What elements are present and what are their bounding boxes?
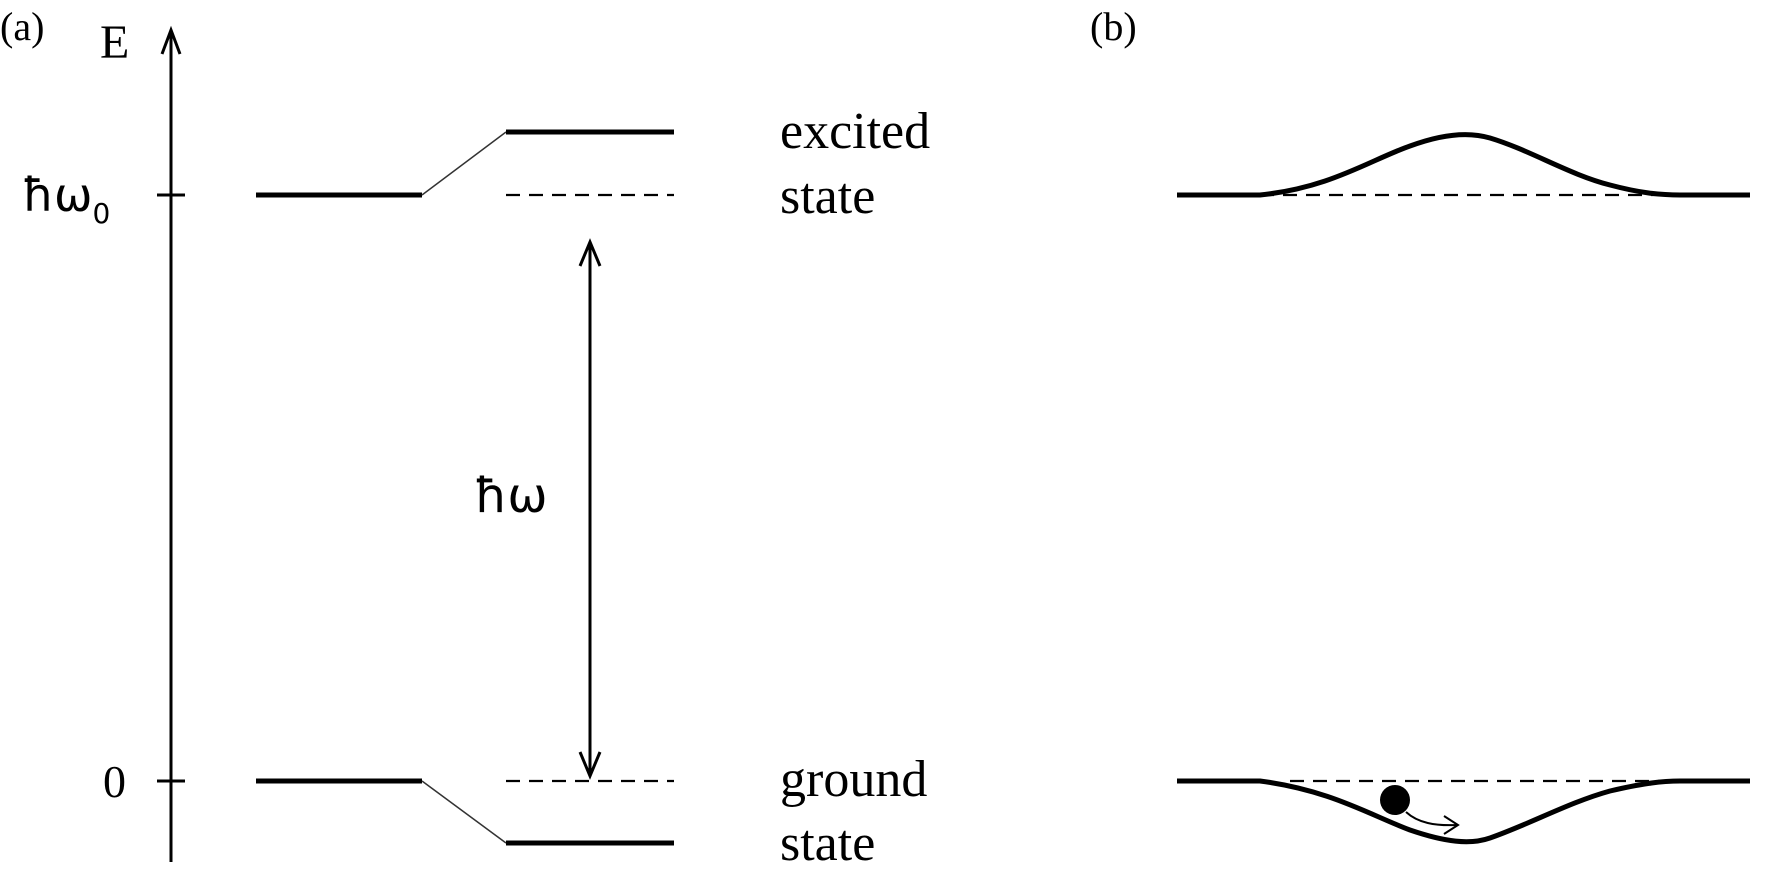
- particle: [1380, 785, 1410, 815]
- excited-label-line2: state: [780, 168, 875, 225]
- ground-label-line2: state: [780, 815, 875, 872]
- excited-label-line1: excited: [780, 103, 930, 160]
- transition-energy-label: ħω: [474, 468, 548, 524]
- panel-b-label: (b): [1090, 4, 1137, 49]
- particle-motion-arrow: [1405, 811, 1458, 827]
- particle-motion-arrowhead: [1443, 815, 1460, 835]
- transition-arrow-head-top: [578, 238, 602, 267]
- panel-b: (b): [1090, 4, 1750, 845]
- panel-a: (a) E ħω0 0 ħω excited state ground stat…: [0, 4, 930, 872]
- panel-a-label: (a): [0, 4, 44, 49]
- energy-axis-label: E: [100, 16, 129, 69]
- energy-axis-arrowhead: [160, 25, 182, 55]
- excited-profile-curve: [1177, 131, 1750, 198]
- transition-arrow-head-bottom: [578, 751, 602, 780]
- tick-label-lower: 0: [103, 756, 126, 807]
- ground-label-line1: ground: [780, 751, 927, 808]
- tick-label-upper: ħω0: [22, 168, 110, 230]
- ground-shift-connector: [421, 780, 507, 844]
- excited-shift-connector: [421, 131, 507, 196]
- ground-profile-curve: [1177, 778, 1750, 845]
